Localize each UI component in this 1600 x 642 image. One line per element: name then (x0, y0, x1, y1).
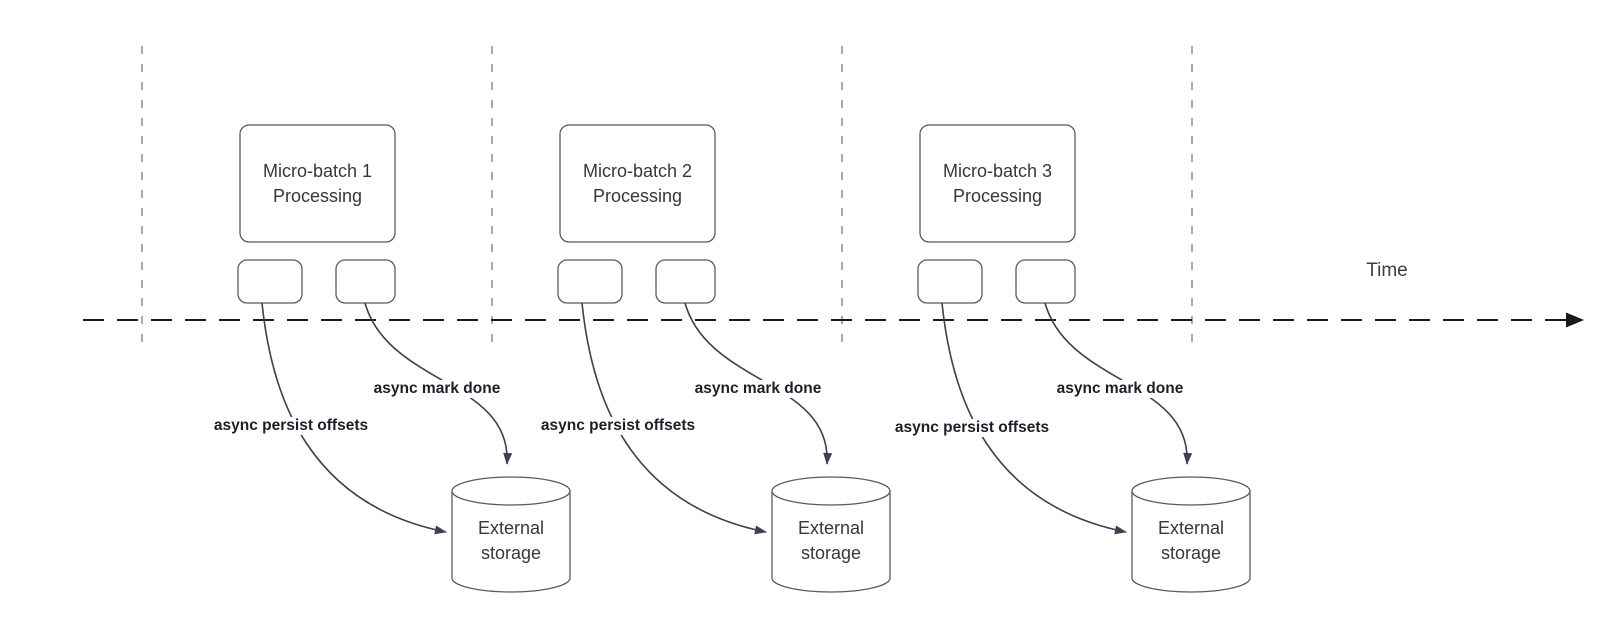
batch-2-storage-label: External storage (797, 518, 865, 563)
batch-1-done-source-box (335, 259, 396, 304)
batch-3-processing-box (919, 124, 1076, 243)
batch-3-storage-label: External storage (1157, 518, 1225, 563)
batch-2-done-label: async mark done (691, 380, 825, 398)
batch-2-group (557, 124, 891, 593)
batch-2-done-source-box (655, 259, 716, 304)
time-axis-label: Time (1366, 260, 1408, 281)
batch-2-storage-cylinder-lid (771, 490, 891, 506)
batch-1-done-label: async mark done (370, 380, 504, 398)
batch-2-title: Micro-batch 2 Processing (582, 160, 693, 206)
batch-1-title: Micro-batch 1 Processing (262, 160, 373, 206)
batch-3-title: Micro-batch 3 Processing (942, 160, 1053, 206)
batch-2-persist-edge (581, 302, 767, 535)
batch-2-processing-box (559, 124, 716, 243)
batch-3-done-label: async mark done (1053, 380, 1187, 398)
batch-2-storage-cylinder (771, 476, 891, 593)
batch-1-persist-edge (261, 302, 447, 535)
batch-1-processing-box (239, 124, 396, 243)
time-axis-arrowhead (1566, 312, 1584, 328)
batch-2-persist-label: async persist offsets (537, 417, 699, 435)
batch-1-storage-cylinder-lid (451, 490, 571, 506)
batch-1-group (237, 124, 571, 593)
batch-3-persist-source-box (917, 259, 983, 304)
batch-2-persist-source-box (557, 259, 623, 304)
batch-3-storage-cylinder-lid (1131, 490, 1251, 506)
batch-3-persist-edge (941, 302, 1127, 535)
batch-3-persist-label: async persist offsets (891, 419, 1053, 437)
batch-3-done-source-box (1015, 259, 1076, 304)
batch-1-storage-cylinder (451, 476, 571, 593)
batch-1-storage-label: External storage (477, 518, 545, 563)
batch-3-group (917, 124, 1251, 593)
batch-1-persist-source-box (237, 259, 303, 304)
batch-1-persist-label: async persist offsets (210, 417, 372, 435)
batch-3-storage-cylinder (1131, 476, 1251, 593)
